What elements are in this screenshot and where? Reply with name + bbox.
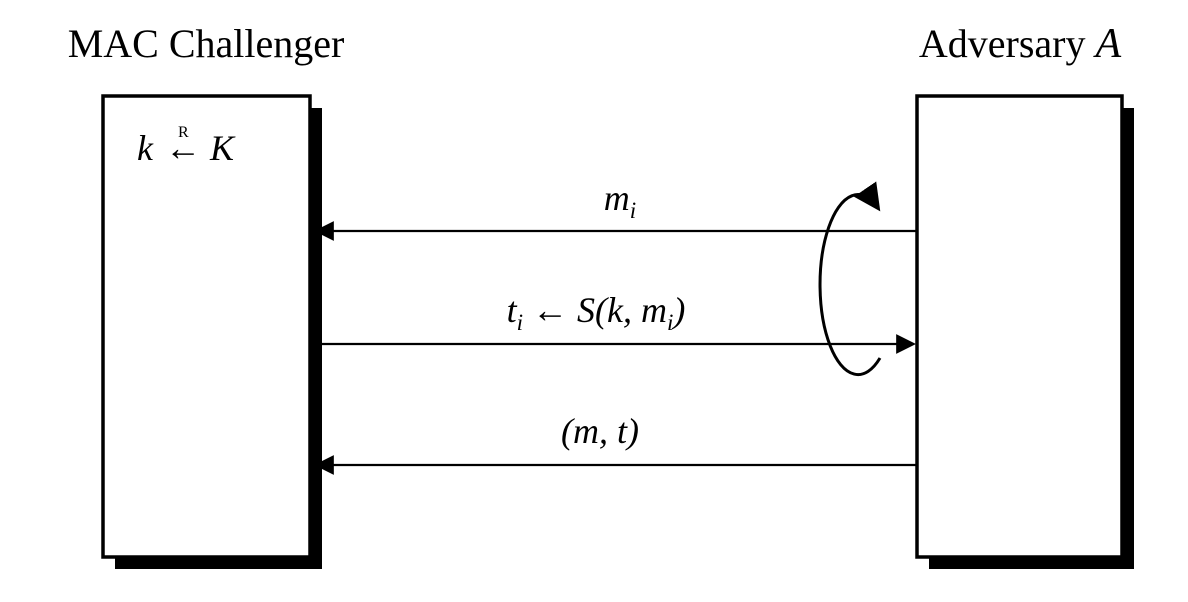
key-var: k <box>137 128 154 168</box>
query-label-main: m <box>604 178 630 218</box>
query-label-sub: i <box>630 198 636 223</box>
sample-superscript-r: R <box>178 124 189 141</box>
response-label: ti ← S(k, mi) <box>507 290 686 335</box>
forgery-label: (m, t) <box>561 411 639 451</box>
response-label-mid: ← S(k, m <box>523 290 667 330</box>
challenger-title: MAC Challenger <box>68 21 345 66</box>
response-label-sub2: i <box>667 310 673 335</box>
adversary-box <box>915 94 1124 559</box>
response-label-t: t <box>507 290 518 330</box>
query-label: mi <box>604 178 636 223</box>
adversary-title-word: Adversary <box>919 21 1086 66</box>
sample-arrow-glyph: ← <box>165 128 201 168</box>
response-label-close: ) <box>671 290 685 330</box>
adversary-script-a: A <box>1092 21 1121 67</box>
repeat-loop-arrow <box>818 181 882 377</box>
challenger-box <box>101 94 312 559</box>
keyspace-symbol: K <box>209 128 236 168</box>
key-init-formula: k ← R K <box>137 124 236 168</box>
response-label-sub1: i <box>517 310 523 335</box>
